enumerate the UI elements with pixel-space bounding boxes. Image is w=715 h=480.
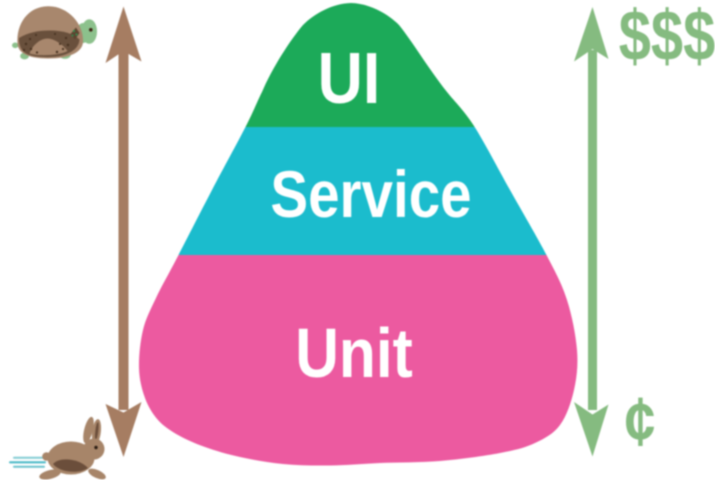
svg-text:UI: UI: [318, 39, 381, 119]
svg-text:$$$: $$$: [619, 0, 715, 75]
svg-text:Service: Service: [270, 158, 471, 232]
svg-text:Unit: Unit: [295, 314, 413, 392]
svg-text:¢: ¢: [625, 383, 656, 460]
